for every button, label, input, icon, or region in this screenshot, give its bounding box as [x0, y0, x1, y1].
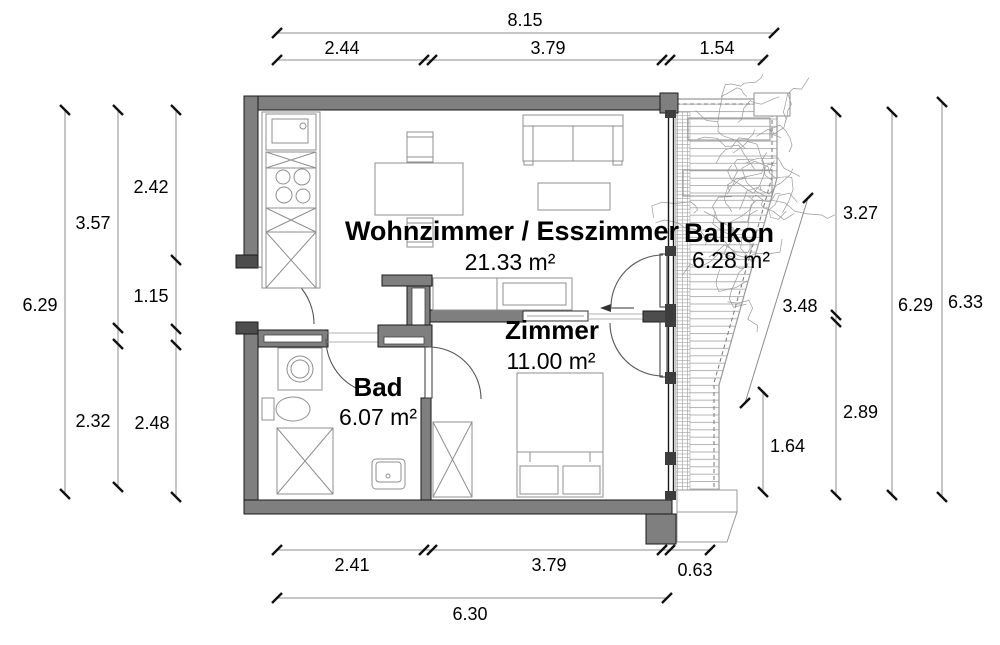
dining-table	[374, 131, 464, 248]
faucet-icon	[299, 122, 307, 130]
slide-arrow-head	[600, 304, 611, 312]
planter-box	[687, 117, 771, 141]
wall-niche-flange	[381, 274, 433, 287]
dim-bottom-seg-1: 2.41	[334, 555, 369, 575]
balcony-lower-structure	[676, 489, 738, 543]
balcony-door-living-swing	[610, 254, 664, 308]
dim-left-inner-2: 1.15	[133, 286, 168, 306]
room-area-bad: 6.07 m²	[339, 404, 417, 430]
entry-jamb-lower	[235, 321, 259, 335]
room-labels: Wohnzimmer / Esszimmer 21.33 m² Balkon 6…	[339, 216, 774, 430]
dim-left-mid-1: 3.57	[75, 213, 110, 233]
dim-left-outer: 6.29	[22, 295, 57, 315]
wall-bad-zimmer	[420, 397, 432, 501]
dim-right-total: 6.29	[898, 295, 933, 315]
dim-top-seg-3: 1.54	[699, 38, 734, 58]
balcony-wall-hatch	[675, 111, 691, 491]
bad-door-opening	[327, 332, 381, 343]
installation-channel	[383, 336, 425, 345]
installation-channel	[263, 334, 323, 343]
sideboard	[432, 277, 573, 311]
dim-right-diagonal: 3.48	[782, 296, 817, 316]
shaft-channel	[411, 287, 426, 331]
shower	[276, 427, 334, 495]
dimension-labels: 8.15 2.44 3.79 1.54 6.29 3.57 2.32 2.42 …	[22, 10, 983, 624]
zimmer-door-swing	[428, 346, 482, 400]
pillow	[519, 465, 559, 495]
interior-walls	[257, 274, 667, 501]
dim-left-mid-2: 2.32	[75, 411, 110, 431]
wall-bottom	[243, 499, 673, 515]
plants-foliage	[651, 73, 835, 333]
dim-right-chain-1: 3.27	[843, 203, 878, 223]
wardrobe	[432, 421, 473, 498]
sliding-door-handle	[642, 310, 667, 323]
dim-top-seg-1: 2.44	[324, 38, 359, 58]
room-label-balkon: Balkon	[684, 218, 774, 248]
room-area-wohnzimmer: 21.33 m²	[465, 249, 556, 275]
dimension-lines	[59, 27, 948, 604]
balcony-door-zimmer-swing	[609, 322, 664, 377]
zimmer-door-leaf	[424, 346, 433, 399]
dim-right-outer: 6.33	[948, 292, 983, 312]
dim-left-inner-1: 2.42	[133, 177, 168, 197]
planter-box	[682, 169, 773, 197]
wall-top	[247, 95, 673, 111]
facade-mullions	[665, 110, 676, 500]
balcony	[651, 73, 835, 543]
toilet	[261, 396, 311, 422]
room-label-bad: Bad	[353, 372, 402, 402]
wall-left-upper	[243, 95, 259, 269]
kitchen-counter	[261, 111, 321, 289]
pillow	[562, 465, 601, 495]
coffee-table	[537, 182, 611, 211]
pillar-bottom-right	[645, 513, 677, 545]
bed	[516, 372, 604, 498]
dim-bottom-seg-2: 3.79	[531, 555, 566, 575]
dim-right-chain-2: 2.89	[843, 402, 878, 422]
room-area-zimmer: 11.00 m²	[506, 348, 595, 374]
dim-top-seg-2: 3.79	[530, 38, 565, 58]
balcony-door-living-leaf	[659, 253, 668, 308]
cooktop	[265, 167, 317, 209]
entry-jamb-upper	[235, 254, 259, 269]
room-label-wohnzimmer: Wohnzimmer / Esszimmer	[345, 216, 680, 246]
room-label-zimmer: Zimmer	[505, 315, 599, 345]
bathroom-sink	[371, 458, 406, 490]
bad-door-swing	[325, 338, 359, 390]
dim-left-inner-3: 2.48	[134, 413, 169, 433]
washing-machine	[277, 347, 323, 391]
glass-facade	[665, 110, 676, 500]
balcony-decking	[675, 98, 778, 491]
dim-top-total: 8.15	[507, 10, 542, 30]
dim-balcony-height: 1.64	[770, 436, 805, 456]
exterior-walls	[235, 92, 679, 545]
room-area-balkon: 6.28 m²	[692, 247, 770, 273]
dim-bottom-total: 6.30	[452, 604, 487, 624]
planter-box	[753, 92, 791, 117]
dim-bottom-seg-3: 0.63	[677, 560, 712, 580]
furniture	[261, 111, 624, 498]
wall-left-lower	[243, 321, 259, 515]
balcony-door-zimmer-leaf	[659, 321, 668, 378]
sofa	[522, 114, 624, 166]
